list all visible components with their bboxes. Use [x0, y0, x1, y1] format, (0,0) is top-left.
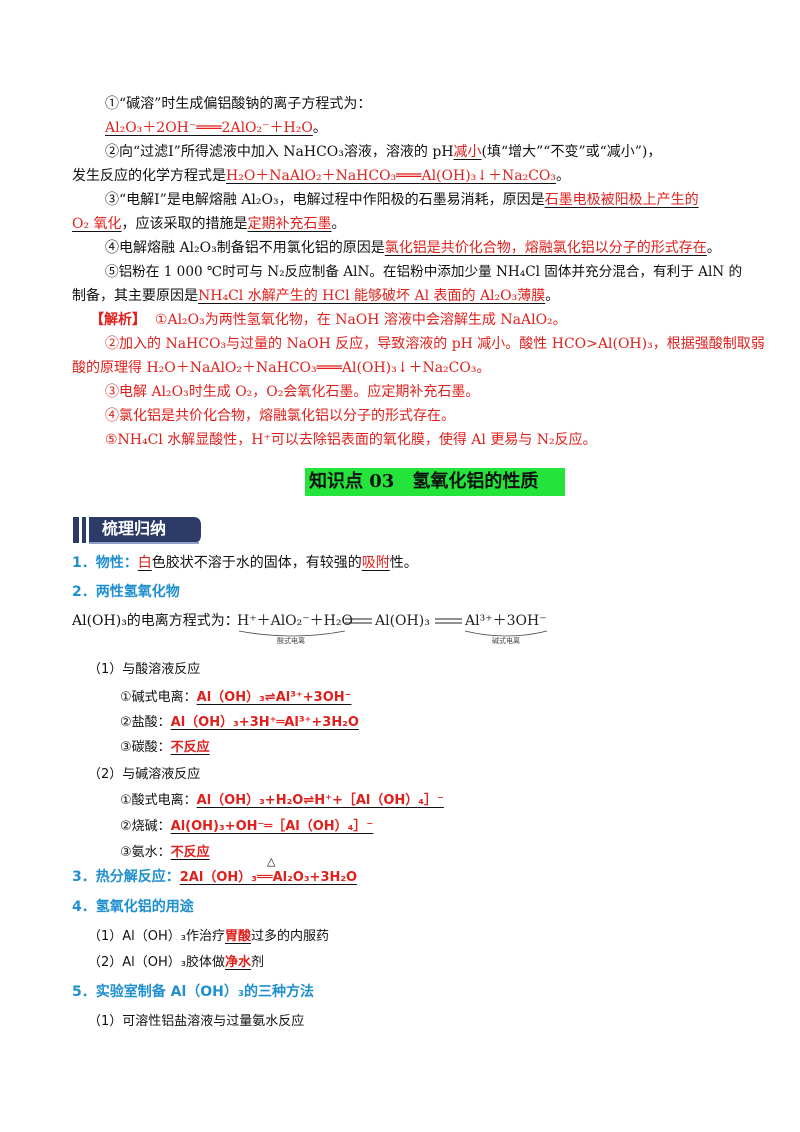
p4-item1: （1）Al（OH）₃作治疗胃酸过多的内服药: [88, 929, 330, 944]
analysis-line2: ②加入的 NaHCO₃与过量的 NaOH 反应，导致溶液的 pH 减小。酸性 H…: [105, 336, 765, 352]
eq-mid: Al(OH)₃: [374, 613, 430, 629]
p5-item1: （1）可溶性铝盐溶液与过量氨水反应: [88, 1014, 305, 1029]
q4-line: ④电解熔融 Al₂O₃制备铝不用氯化铝的原因是氯化铝是共价化合物，熔融氯化铝以分…: [105, 240, 721, 256]
eq-note-right: 碱式电离: [492, 636, 520, 645]
badge-label: 梳理归纳: [102, 519, 167, 538]
section-heading: 知识点 03 氢氧化铝的性质: [309, 471, 539, 492]
eq-left: H⁺＋AlO₂⁻＋H₂O: [237, 613, 353, 629]
p1-blank-color: 白: [137, 555, 152, 571]
analysis-line1: 【解析】 ①Al₂O₃为两性氢氧化物，在 NaOH 溶液中会溶解生成 NaAlO…: [90, 312, 567, 328]
eq-right: Al³⁺＋3OH⁻: [464, 613, 547, 629]
base-item3: ③氨水：不反应: [120, 845, 210, 860]
q2-line2: 发生反应的化学方程式是H₂O＋NaAlO₂＋NaHCO₃═══Al(OH)₃↓＋…: [72, 168, 571, 184]
p2-ionization-prefix: Al(OH)₃的电离方程式为：: [72, 613, 239, 629]
q1-answer-line: Al₂O₃＋2OH⁻═══2AlO₂⁻＋H₂O。: [105, 120, 327, 136]
analysis-line6: ⑤NH₄Cl 水解显酸性，H⁺可以去除铝表面的氧化膜，使得 Al 更易与 N₂反…: [105, 432, 597, 448]
q2-answer-b: H₂O＋NaAlO₂＋NaHCO₃═══Al(OH)₃↓＋Na₂CO₃: [226, 168, 557, 184]
p1-blank-adsorb: 吸附: [361, 555, 390, 571]
p5-title: 5．实验室制备 Al（OH）₃的三种方法: [72, 984, 314, 1000]
analysis-label: 【解析】: [90, 312, 146, 328]
q5-line2: 制备，其主要原因是NH₄Cl 水解产生的 HCl 能够破坏 Al 表面的 Al₂…: [72, 288, 560, 304]
q1-prompt: ①“碱溶”时生成偏铝酸钠的离子方程式为：: [105, 96, 372, 112]
p2-title: 2．两性氢氧化物: [72, 584, 180, 600]
analysis-line4: ③电解 Al₂O₃时生成 O₂，O₂会氧化石墨。应定期补充石墨。: [105, 384, 480, 400]
q2-line1: ②向“过滤Ⅰ”所得滤液中加入 NaHCO₃溶液，溶液的 pH减小(填“增大”“不…: [105, 144, 662, 160]
acid-item3: ③碳酸：不反应: [120, 740, 210, 755]
q5-answer: NH₄Cl 水解产生的 HCl 能够破坏 Al 表面的 Al₂O₃薄膜: [198, 288, 546, 304]
q5-line1: ⑤铝粉在 1 000 ℃时可与 N₂反应制备 AlN。在铝粉中添加少量 NH₄C…: [105, 264, 743, 280]
eq-note-left: 酸式电离: [277, 636, 305, 645]
q3-line2: O₂ 氧化，应该采取的措施是定期补充石墨。: [72, 216, 346, 232]
analysis-line3: 酸的原理得 H₂O＋NaAlO₂＋NaHCO₃═══Al(OH)₃↓＋Na₂CO…: [72, 360, 491, 376]
base-item2: ②烧碱：Al(OH)₃+OH⁻═［Al（OH）₄］⁻: [120, 819, 374, 834]
ionization-equation: H⁺＋AlO₂⁻＋H₂O Al(OH)₃ Al³⁺＋3OH⁻ 酸式电离 碱式电离: [237, 613, 548, 645]
acid-item2: ②盐酸：Al（OH）₃+3H⁺═Al³⁺+3H₂O: [120, 715, 359, 730]
base-title: （2）与碱溶液反应: [88, 767, 201, 782]
q4-answer: 氯化铝是共价化合物，熔融氯化铝以分子的形式存在: [384, 240, 707, 256]
q3-answer-a2: O₂ 氧化: [72, 216, 122, 232]
p4-item2: （2）Al（OH）₃胶体做净水剂: [88, 955, 265, 970]
q3-line1: ③“电解Ⅰ”是电解熔融 Al₂O₃，电解过程中作阳极的石墨易消耗，原因是石墨电极…: [105, 192, 699, 208]
acid-item1: ①碱式电离：Al（OH）₃⇌Al³⁺+3OH⁻: [120, 690, 352, 705]
q1-answer: Al₂O₃＋2OH⁻═══2AlO₂⁻＋H₂O: [105, 120, 313, 136]
q3-answer-a1: 石墨电极被阳极上产生的: [544, 192, 699, 208]
analysis-line5: ④氯化铝是共价化合物，熔融氯化铝以分子的形式存在。: [105, 408, 455, 424]
q3-answer-b: 定期补充石墨: [247, 216, 332, 232]
p1-line: 1．物性：白色胶状不溶于水的固体，有较强的吸附性。: [72, 555, 418, 571]
p3-line: 3．热分解反应：2Al（OH）₃══Al₂O₃+3H₂O: [72, 869, 358, 885]
q2-answer-a: 减小: [453, 144, 482, 160]
p4-title: 4．氢氧化铝的用途: [72, 899, 194, 915]
base-item1: ①酸式电离：Al（OH）₃+H₂O⇌H⁺+［Al（OH）₄］⁻: [120, 793, 444, 808]
section-heading-highlight: [305, 468, 565, 496]
p3-condition: △: [267, 855, 276, 868]
acid-title: （1）与酸溶液反应: [88, 662, 201, 677]
p3-equation: 2Al（OH）₃══Al₂O₃+3H₂O: [179, 870, 358, 885]
badge-icon: [73, 517, 201, 544]
